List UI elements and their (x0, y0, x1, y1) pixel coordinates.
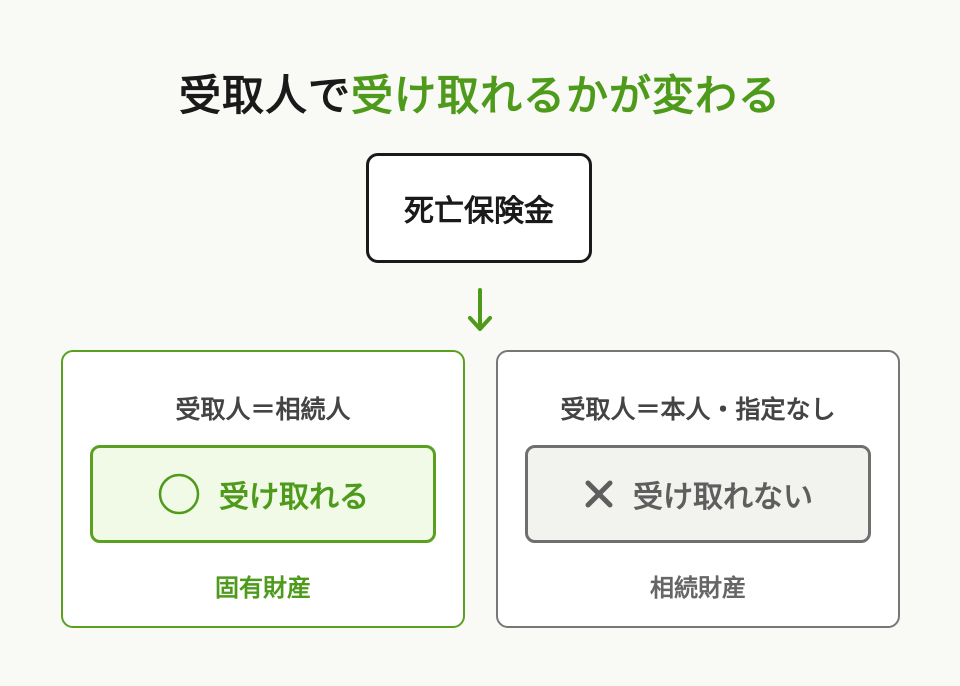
death-benefit-box: 死亡保険金 (366, 153, 592, 263)
panel-heir-beneficiary: 受取人＝相続人 受け取れる 固有財産 (61, 350, 465, 628)
arrow-down-icon (468, 288, 492, 331)
page-title: 受取人で受け取れるかが変わる (0, 62, 960, 123)
death-benefit-label: 死亡保険金 (404, 194, 554, 229)
result-receivable: 受け取れる (90, 445, 436, 543)
cross-icon (585, 480, 613, 508)
panel-self-or-unspecified: 受取人＝本人・指定なし 受け取れない 相続財産 (496, 350, 900, 628)
title-prefix: 受取人で (178, 71, 351, 120)
category-label: 固有財産 (215, 574, 311, 602)
title-accent: 受け取れるかが変わる (351, 71, 782, 120)
result-label: 受け取れる (219, 480, 369, 515)
panel-heading: 受取人＝相続人 (175, 395, 351, 424)
result-label: 受け取れない (633, 480, 813, 515)
category-label: 相続財産 (650, 574, 746, 602)
circle-icon (158, 473, 200, 515)
panel-heading: 受取人＝本人・指定なし (560, 395, 836, 424)
result-not-receivable: 受け取れない (525, 445, 871, 543)
